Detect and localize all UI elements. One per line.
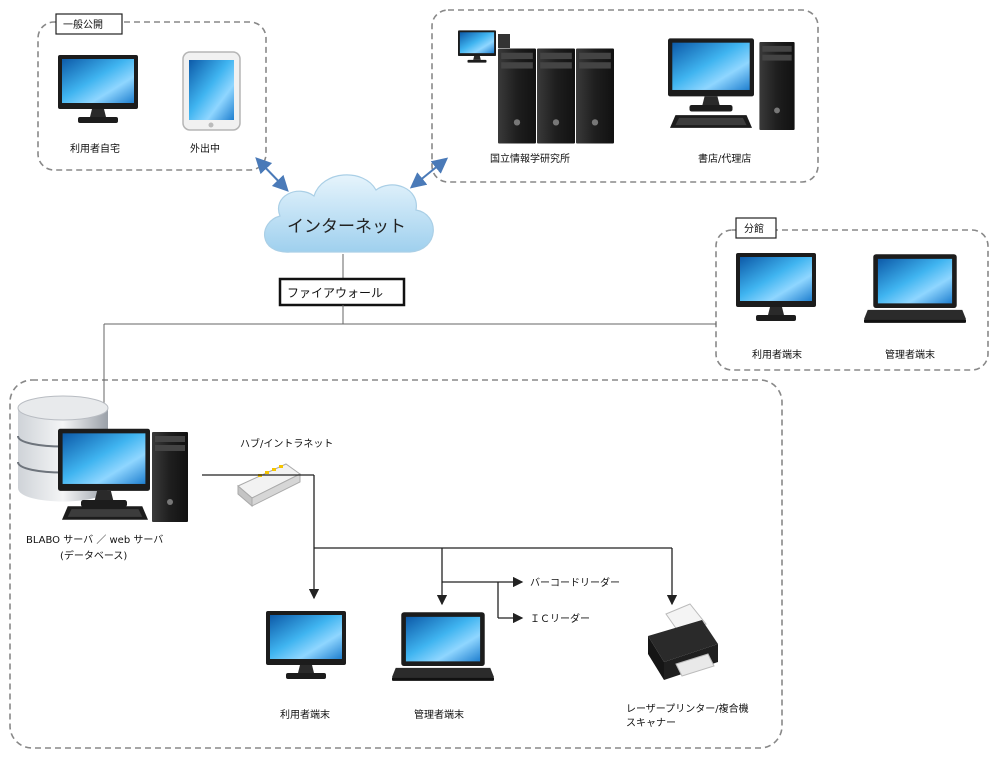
branch-user-label: 利用者端末 [752,348,802,361]
main-user-label: 利用者端末 [280,708,330,721]
public-zone [37,21,267,171]
server-db-label: (データベース) [60,549,127,562]
main-admin-laptop-icon [392,612,494,681]
hub-switch-icon [237,463,301,508]
store-tower-icon [759,42,795,130]
public-zone-label: 一般公開 [63,18,103,31]
external-zone [431,9,819,183]
branch-user-monitor-icon [736,253,816,321]
nii-small-monitor-icon [458,30,496,63]
mobile-label: 外出中 [190,142,220,155]
main-zone [9,379,783,749]
printer-label: レーザープリンター/複合機 [626,702,749,715]
hub-label: ハブ/イントラネット [240,437,333,450]
branch-zone-tag: 分館 [735,217,777,239]
internet-label: インターネット [287,217,406,237]
branch-admin-label: 管理者端末 [885,348,935,361]
ic-label: ＩＣリーダー [530,612,590,625]
home-pc-icon [58,55,138,123]
internet-cloud-icon [264,174,434,253]
nii-label: 国立情報学研究所 [490,152,570,165]
public-zone-tag: 一般公開 [55,13,123,35]
nii-server-rack-icon [498,34,614,144]
branch-admin-laptop-icon [864,254,966,323]
home-label: 利用者自宅 [70,142,120,155]
main-user-monitor-icon [266,611,346,679]
store-monitor-icon [668,38,754,112]
server-keyboard-icon [62,506,148,520]
tablet-icon [182,51,241,131]
server-label: BLABO サーバ ／ web サーバ [26,534,163,546]
branch-zone-label: 分館 [744,222,764,235]
server-tower-icon [152,432,188,522]
branch-zone [715,229,989,371]
external-internet-link [409,157,449,189]
main-admin-label: 管理者端末 [414,708,464,721]
printer-icon [648,603,718,680]
public-internet-link [255,157,289,192]
store-label: 書店/代理店 [698,152,751,165]
firewall-label: ファイアウォール [287,286,383,300]
store-keyboard-icon [670,115,752,128]
barcode-label: バーコードリーダー [530,576,620,589]
scanner-label: スキャナー [626,717,676,729]
firewall-box [278,277,406,307]
